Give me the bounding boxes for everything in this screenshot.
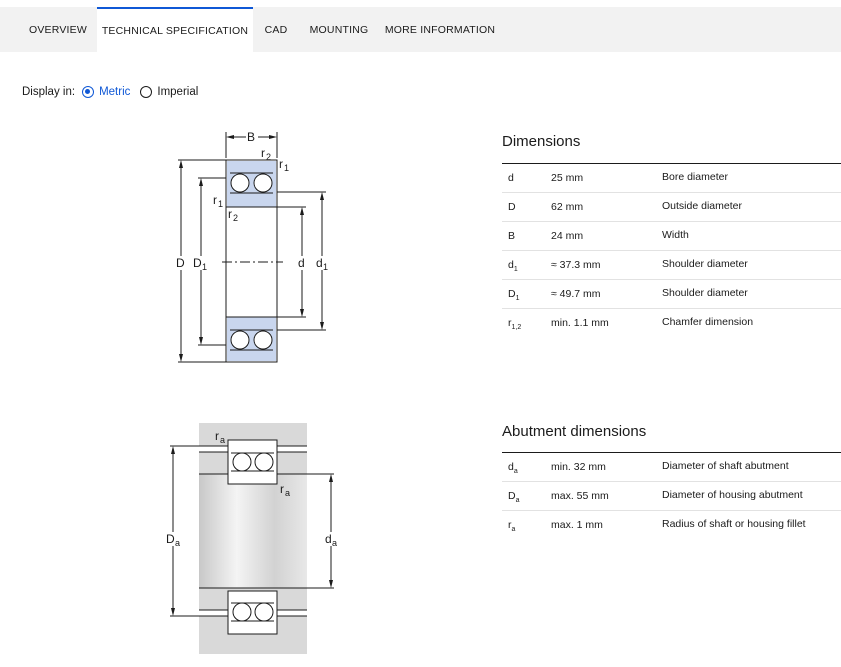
svg-text:1: 1 (323, 262, 328, 272)
display-in-label: Display in: (22, 86, 76, 98)
table-row: da min. 32 mm Diameter of shaft abutment (502, 453, 841, 482)
tab-more-information[interactable]: MORE INFORMATION (384, 23, 496, 36)
svg-text:1: 1 (218, 199, 223, 209)
abutment-table: da min. 32 mm Diameter of shaft abutment… (502, 452, 841, 540)
svg-text:1: 1 (202, 262, 207, 272)
label-da: d (325, 532, 332, 546)
label-r1-left: r (213, 193, 217, 207)
table-row: B 24 mm Width (502, 222, 841, 251)
tab-technical-specification[interactable]: TECHNICAL SPECIFICATION (97, 7, 253, 52)
table-row: D1 ≈ 49.7 mm Shoulder diameter (502, 280, 841, 309)
dimensions-title: Dimensions (502, 133, 581, 150)
bearing-dimensions-diagram: B r 2 r 1 r 1 r 2 D D 1 d d 1 (175, 130, 331, 363)
svg-text:a: a (332, 538, 337, 548)
unit-selector: Display in: Metric Imperial (22, 84, 208, 100)
label-ra-shaft: r (280, 482, 284, 496)
table-row: d1 ≈ 37.3 mm Shoulder diameter (502, 251, 841, 280)
imperial-label[interactable]: Imperial (157, 86, 199, 98)
svg-text:2: 2 (233, 213, 238, 223)
svg-text:a: a (220, 435, 225, 445)
table-row: ra max. 1 mm Radius of shaft or housing … (508, 518, 806, 534)
label-D1: D (193, 256, 202, 270)
svg-text:a: a (175, 538, 180, 548)
label-r2-top: r (261, 146, 265, 160)
tab-bar: OVERVIEW TECHNICAL SPECIFICATION CAD MOU… (0, 7, 841, 52)
tab-overview[interactable]: OVERVIEW (28, 23, 87, 36)
abutment-dimensions-diagram: r a r a D a d a (165, 423, 340, 654)
label-Da: D (166, 532, 175, 546)
radio-unchecked-icon[interactable] (140, 86, 153, 98)
table-row: d 25 mm Bore diameter (502, 164, 841, 193)
tab-mounting[interactable]: MOUNTING (309, 23, 369, 36)
svg-text:2: 2 (266, 152, 271, 162)
table-row: r1,2 min. 1.1 mm Chamfer dimension (508, 316, 754, 332)
table-row: Da max. 55 mm Diameter of housing abutme… (502, 482, 841, 511)
imperial-radio[interactable]: Imperial (140, 86, 198, 98)
radio-checked-icon[interactable] (82, 86, 95, 98)
dimensions-table: d 25 mm Bore diameter D 62 mm Outside di… (502, 163, 841, 338)
label-r2-inner: r (228, 207, 232, 221)
label-r1-top: r (279, 157, 283, 171)
label-d: d (298, 256, 305, 270)
metric-radio[interactable]: Metric (82, 86, 130, 98)
label-d1: d (316, 256, 323, 270)
table-row: D 62 mm Outside diameter (502, 193, 841, 222)
metric-label[interactable]: Metric (99, 86, 131, 98)
tab-cad[interactable]: CAD (264, 23, 288, 36)
svg-text:a: a (285, 488, 290, 498)
label-B: B (247, 130, 255, 144)
abutment-title: Abutment dimensions (502, 423, 647, 440)
svg-text:1: 1 (284, 163, 289, 173)
label-D: D (176, 256, 185, 270)
label-ra-top: r (215, 429, 219, 443)
